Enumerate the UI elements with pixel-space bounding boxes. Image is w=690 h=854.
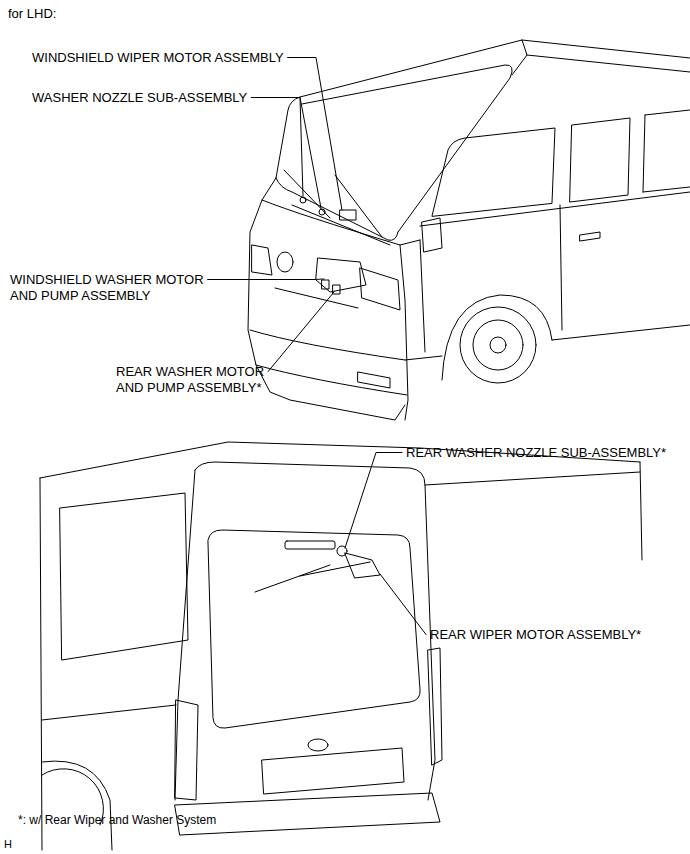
leader-line <box>251 98 321 209</box>
part-label: REAR WIPER MOTOR ASSEMBLY* <box>430 627 641 643</box>
part-label: WASHER NOZZLE SUB-ASSEMBLY <box>32 90 247 106</box>
leader-line <box>251 98 303 197</box>
footnote-label: *: w/ Rear Wiper and Washer System <box>18 812 216 828</box>
leader-line <box>345 453 402 549</box>
heading-label: for LHD: <box>8 6 56 22</box>
part-label: REAR WASHER MOTOR AND PUMP ASSEMBLY* <box>116 364 281 396</box>
part-label: WINDSHIELD WASHER MOTOR AND PUMP ASSEMBL… <box>10 272 220 304</box>
part-label: REAR WASHER NOZZLE SUB-ASSEMBLY* <box>406 445 666 461</box>
leader-line <box>380 574 426 635</box>
leader-line <box>288 58 342 211</box>
leader-line <box>268 292 334 372</box>
part-label: WINDSHIELD WIPER MOTOR ASSEMBLY <box>32 50 284 66</box>
leader-line <box>208 279 324 281</box>
figure-code: H <box>4 836 12 852</box>
